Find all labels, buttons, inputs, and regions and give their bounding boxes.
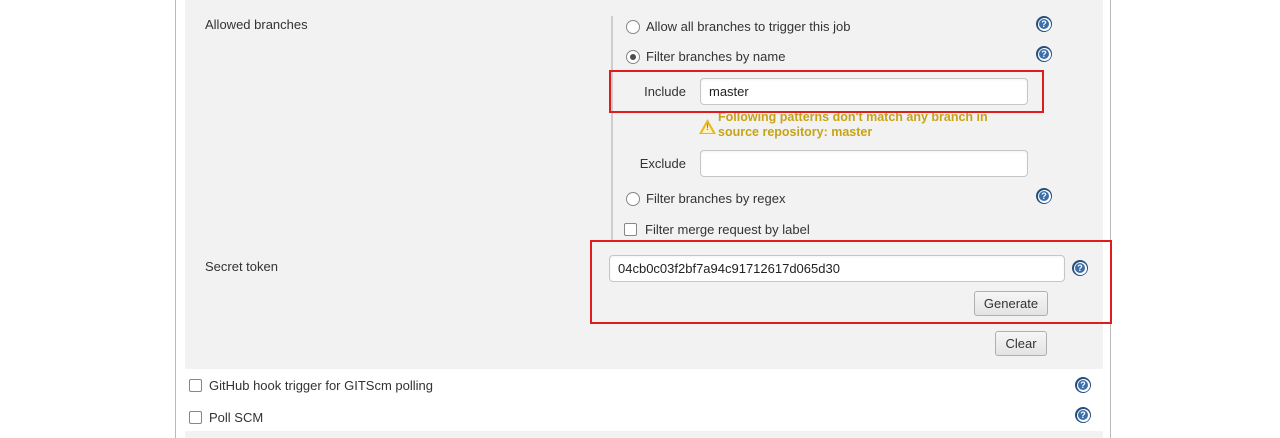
radio-filter-branches-by-regex[interactable] [626, 192, 640, 206]
secret-token-label: Secret token [205, 259, 278, 274]
clear-button[interactable]: Clear [995, 331, 1047, 356]
checkbox-filter-merge-request-label[interactable]: Filter merge request by label [645, 222, 810, 237]
question-mark-icon: ? [1039, 49, 1049, 59]
checkbox-github-hook-trigger-label[interactable]: GitHub hook trigger for GITScm polling [209, 378, 433, 393]
help-icon[interactable]: ? [1075, 377, 1091, 393]
question-mark-icon: ? [1078, 380, 1088, 390]
question-mark-icon: ? [1039, 191, 1049, 201]
exclude-input[interactable] [700, 150, 1028, 177]
help-icon[interactable]: ? [1036, 188, 1052, 204]
question-mark-icon: ? [1075, 263, 1085, 273]
branch-pattern-warning-line2: source repository: master [718, 125, 873, 139]
checkbox-poll-scm-label[interactable]: Poll SCM [209, 410, 264, 425]
radio-filter-branches-by-name[interactable] [626, 50, 640, 64]
help-icon[interactable]: ? [1072, 260, 1088, 276]
exclude-label: Exclude [639, 156, 686, 171]
checkbox-filter-merge-request[interactable] [624, 223, 637, 236]
page-left-border [175, 0, 176, 438]
page-right-border [1110, 0, 1111, 438]
question-mark-icon: ? [1078, 410, 1088, 420]
bottom-section-strip [185, 431, 1103, 438]
branch-pattern-warning-line1: Following patterns don't match any branc… [718, 110, 988, 124]
secret-token-input[interactable] [609, 255, 1065, 282]
checkbox-github-hook-trigger[interactable] [189, 379, 202, 392]
radio-allow-all-branches[interactable] [626, 20, 640, 34]
trigger-settings-panel [185, 0, 1103, 369]
help-icon[interactable]: ? [1036, 16, 1052, 32]
help-icon[interactable]: ? [1036, 46, 1052, 62]
radio-allow-all-branches-label[interactable]: Allow all branches to trigger this job [646, 19, 851, 34]
allowed-branches-label: Allowed branches [205, 17, 308, 32]
radio-filter-branches-by-regex-label[interactable]: Filter branches by regex [646, 191, 786, 206]
include-label: Include [644, 84, 686, 99]
include-input[interactable] [700, 78, 1028, 105]
radio-filter-branches-by-name-label[interactable]: Filter branches by name [646, 49, 786, 64]
generate-button[interactable]: Generate [974, 291, 1048, 316]
help-icon[interactable]: ? [1075, 407, 1091, 423]
nested-block-indent-line [611, 16, 613, 240]
checkbox-poll-scm[interactable] [189, 411, 202, 424]
question-mark-icon: ? [1039, 19, 1049, 29]
